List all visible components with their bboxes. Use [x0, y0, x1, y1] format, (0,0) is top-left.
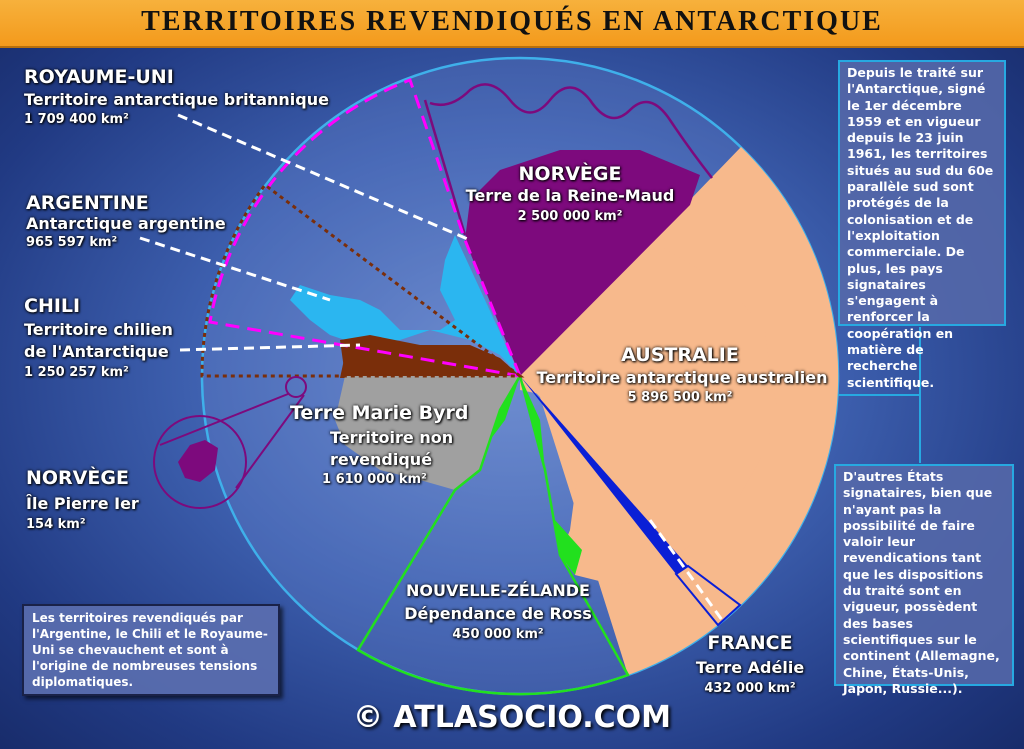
australia-territory: Territoire antarctique australien — [536, 368, 828, 387]
argentina-area: 965 597 km² — [26, 235, 118, 250]
chile-land — [340, 350, 520, 378]
new-zealand-area: 450 000 km² — [452, 627, 544, 642]
uk-area: 1 709 400 km² — [24, 112, 129, 127]
uk-country: ROYAUME-UNI — [24, 66, 174, 88]
pierre-ier-country: NORVÈGE — [26, 467, 129, 489]
norway-country: NORVÈGE — [518, 163, 622, 185]
marie-byrd-area: 1 610 000 km² — [322, 472, 427, 487]
copyright-text: © ATLASOCIO.COM — [352, 700, 672, 735]
norway-wave — [429, 83, 713, 179]
terre-adelie — [520, 376, 688, 574]
france-territory: Terre Adélie — [695, 658, 805, 677]
chile-country: CHILI — [24, 295, 81, 317]
australia-area: 5 896 500 km² — [627, 390, 733, 405]
france-country: FRANCE — [707, 632, 793, 654]
norway-area: 2 500 000 km² — [517, 209, 623, 224]
uk-claim-border — [208, 78, 522, 378]
pierre-ier-island — [178, 440, 218, 482]
chile-area: 1 250 257 km² — [24, 365, 129, 380]
norway-territory: Terre de la Reine-Maud — [465, 186, 675, 205]
new-zealand-territory: Dépendance de Ross — [404, 604, 592, 623]
chile-territory-line2: de l'Antarctique — [24, 342, 169, 361]
map-title: TERRITOIRES REVENDIQUÉS EN ANTARCTIQUE — [141, 6, 883, 37]
australia-land — [520, 225, 778, 585]
terre-adelie-box — [674, 564, 742, 627]
signatory-states-info-box: D'autres États signataires, bien que n'a… — [834, 464, 1014, 696]
new-zealand-country: NOUVELLE-ZÉLANDE — [406, 581, 590, 600]
title-bar: TERRITOIRES REVENDIQUÉS EN ANTARCTIQUE — [0, 0, 1024, 48]
treaty-info-box: Depuis le traité sur l'Antarctique, sign… — [838, 60, 1006, 390]
marie-byrd-name: Terre Marie Byrd — [290, 402, 469, 424]
ross-dependency-sector — [356, 372, 630, 696]
argentina-country: ARGENTINE — [26, 192, 149, 214]
norway-sector — [465, 150, 700, 376]
argentina-territory: Antarctique argentine — [26, 214, 226, 233]
chile-territory-line1: Territoire chilien — [24, 320, 173, 339]
marie-byrd-status-line1: Territoire non — [330, 428, 454, 447]
australia-country: AUSTRALIE — [621, 344, 739, 366]
uk-territory: Territoire antarctique britannique — [24, 90, 329, 109]
overlap-note-box: Les territoires revendiqués par l'Argent… — [22, 604, 280, 696]
pierre-ier-name: Île Pierre Ier — [26, 494, 139, 513]
marie-byrd-status-line2: revendiqué — [330, 450, 433, 469]
pierre-ier-area: 154 km² — [26, 517, 86, 532]
france-area: 432 000 km² — [704, 681, 796, 696]
marie-byrd-land — [335, 376, 520, 490]
ross-dependency-land — [490, 376, 582, 575]
